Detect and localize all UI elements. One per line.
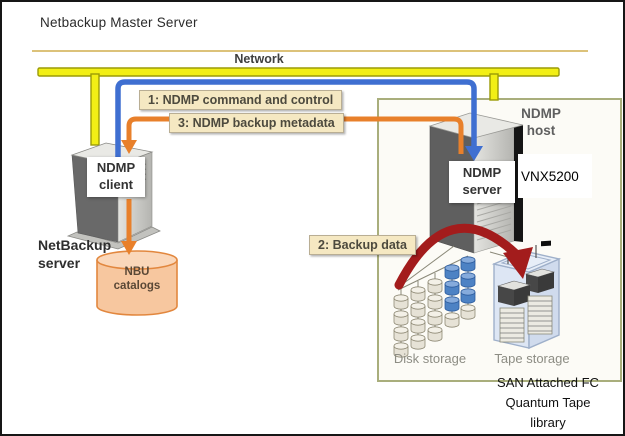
network-bus-icon xyxy=(37,67,560,146)
ndmp-host-label: NDMP host xyxy=(521,106,561,138)
ndmp-server-label: NDMP server xyxy=(449,161,515,203)
tape-storage-label: Tape storage xyxy=(494,351,570,366)
callout-step1: 1: NDMP command and control xyxy=(139,90,343,110)
netbackup-server-caption: NetBackup server xyxy=(38,237,112,271)
vnx-model-label: VNX5200 xyxy=(521,168,579,184)
network-drop-right xyxy=(489,73,499,101)
tape-library-icon xyxy=(491,240,562,350)
san-tape-caption: SAN Attached FC Quantum Tape library xyxy=(497,375,599,431)
ndmp-client-label: NDMP client xyxy=(87,157,145,197)
disk-storage-label: Disk storage xyxy=(393,351,467,366)
disk-storage-icon xyxy=(393,255,476,358)
header-divider xyxy=(32,50,588,52)
nbu-catalogs-cylinder-icon xyxy=(96,250,178,316)
callout-step3: 3: NDMP backup metadata xyxy=(169,113,344,133)
network-drop-left xyxy=(90,73,100,146)
nbu-catalogs-label: NBU catalogs xyxy=(113,266,161,292)
catalog-arrow xyxy=(121,199,137,255)
control-arrow xyxy=(115,79,483,161)
diagram-title: Netbackup Master Server xyxy=(40,15,198,30)
backup-data-arrow xyxy=(394,223,533,290)
callout-step2: 2: Backup data xyxy=(309,235,416,255)
vnx-model-patch: VNX5200 xyxy=(518,154,592,198)
network-label: Network xyxy=(234,52,284,66)
